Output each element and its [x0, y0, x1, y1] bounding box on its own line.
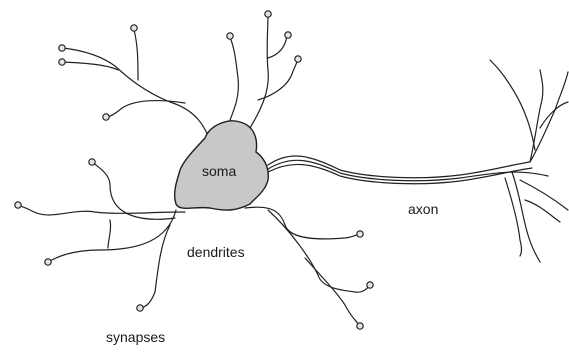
synapse-bulb — [59, 45, 65, 51]
dendrite — [245, 207, 360, 239]
dendrite — [268, 36, 287, 58]
synapse-bulb — [103, 114, 109, 120]
label-axon: axon — [408, 201, 438, 217]
dendrite — [92, 162, 175, 219]
dendrite — [18, 205, 185, 215]
synapse-bulb — [15, 202, 21, 208]
lower-left-dendrite-group — [18, 162, 185, 308]
label-synapses: synapses — [106, 329, 165, 345]
synapse-bulb — [357, 323, 363, 329]
axon-terminal — [530, 70, 543, 162]
synapse-bulb — [137, 305, 143, 311]
lower-right-dendrite-group — [245, 207, 370, 326]
dendrite — [228, 37, 238, 125]
dendrite — [268, 210, 370, 292]
dendrite — [140, 225, 170, 308]
synapse-bulb — [357, 231, 363, 237]
synapse-bulb — [227, 33, 233, 39]
synapse-bulb — [45, 259, 51, 265]
synapse-bulb — [89, 159, 95, 165]
synapse-bulb — [131, 25, 137, 31]
upper-left-dendrite-group — [62, 30, 212, 148]
axon-group — [268, 60, 568, 262]
axon-terminal — [540, 102, 568, 128]
synapse-bulb — [295, 56, 301, 62]
dendrite — [62, 62, 118, 70]
synapse-bulb — [265, 11, 271, 17]
axon-terminal — [525, 200, 560, 222]
axon-terminal — [520, 180, 568, 210]
synapse-bulb — [367, 282, 373, 288]
label-dendrites: dendrites — [187, 244, 245, 260]
synapse-bulb — [59, 59, 65, 65]
axon-terminal — [505, 178, 522, 256]
label-soma: soma — [202, 163, 236, 179]
dendrite — [258, 59, 298, 100]
synapse-bulb — [285, 32, 291, 38]
dendrite — [134, 30, 138, 80]
dendrite — [108, 220, 111, 248]
axon-membrane-upper — [268, 156, 530, 178]
dendrite — [48, 210, 176, 262]
dendrite — [250, 14, 268, 128]
upper-right-dendrite-group — [228, 14, 298, 128]
axon-terminal — [530, 72, 568, 162]
axon-terminal — [490, 60, 535, 150]
